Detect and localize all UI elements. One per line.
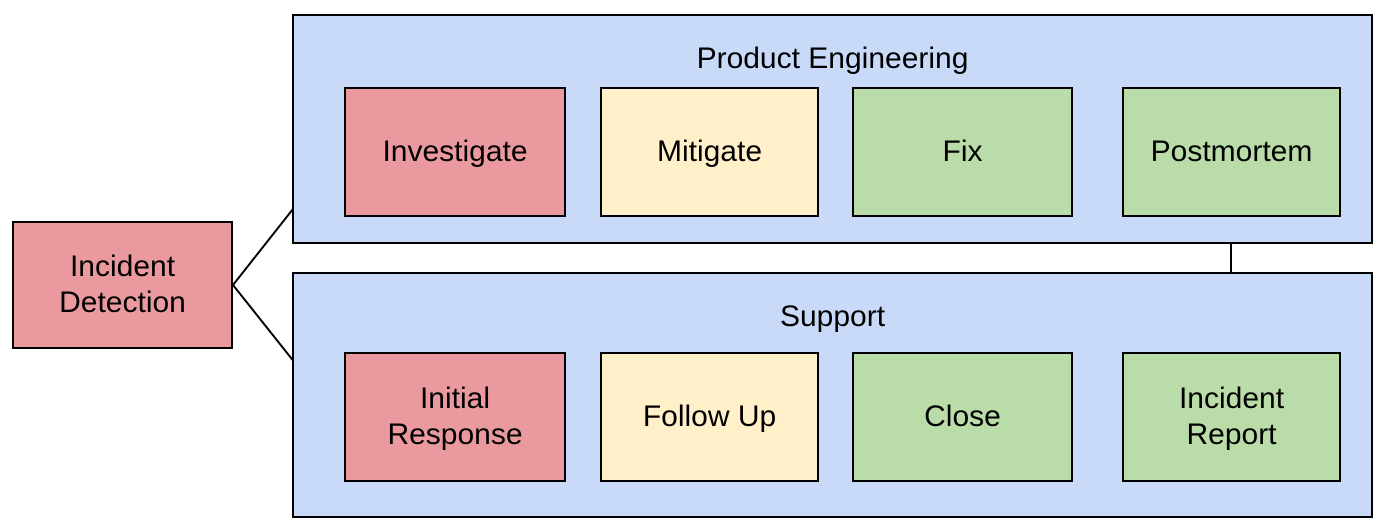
node-postmortem[interactable]: Postmortem — [1122, 87, 1341, 217]
node-fix-label: Fix — [942, 135, 983, 168]
node-close[interactable]: Close — [852, 352, 1073, 482]
node-mitigate-label: Mitigate — [656, 135, 763, 168]
node-investigate-label: Investigate — [382, 135, 528, 168]
node-initial-response-label: Initial Response — [387, 382, 523, 451]
node-incident-detection[interactable]: Incident Detection — [12, 221, 233, 349]
node-incident-report-label: Incident Report — [1178, 382, 1285, 451]
node-initial-response[interactable]: Initial Response — [344, 352, 566, 482]
node-incident-report[interactable]: Incident Report — [1122, 352, 1341, 482]
node-investigate[interactable]: Investigate — [344, 87, 566, 217]
node-incident-detection-label: Incident Detection — [59, 250, 186, 319]
swimlane-product-engineering-title: Product Engineering — [696, 42, 969, 75]
node-postmortem-label: Postmortem — [1150, 135, 1313, 168]
node-follow-up-label: Follow Up — [642, 400, 777, 433]
node-follow-up[interactable]: Follow Up — [600, 352, 819, 482]
swimlane-support-title: Support — [779, 300, 886, 333]
node-close-label: Close — [924, 400, 1001, 433]
node-mitigate[interactable]: Mitigate — [600, 87, 819, 217]
node-fix[interactable]: Fix — [852, 87, 1073, 217]
